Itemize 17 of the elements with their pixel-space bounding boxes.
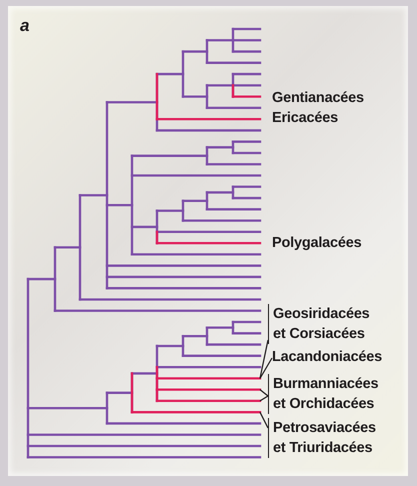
leader-line [259,340,269,378]
leader-line [259,358,273,379]
branch-tip [130,411,262,414]
taxon-label: Polygalacées [272,233,362,253]
panel-letter: a [20,16,30,36]
leader-line [260,389,268,396]
bracketed-taxon-label: Burmanniacées et Orchidacées [268,374,379,414]
bracketed-taxon-label: Petrosaviacées et Triuridacées [268,418,379,458]
bracketed-taxon-label: Geosiridacées et Corsiacées [268,304,379,344]
taxon-label: Gentianacées [272,88,364,108]
branch-tip [156,377,262,380]
taxon-label: Lacandoniacées [272,347,382,367]
leader-line [260,395,268,402]
branch-tip [156,388,262,391]
taxon-label: Ericacées [272,108,338,128]
branch-tip [156,400,262,402]
leader-line [259,412,269,428]
